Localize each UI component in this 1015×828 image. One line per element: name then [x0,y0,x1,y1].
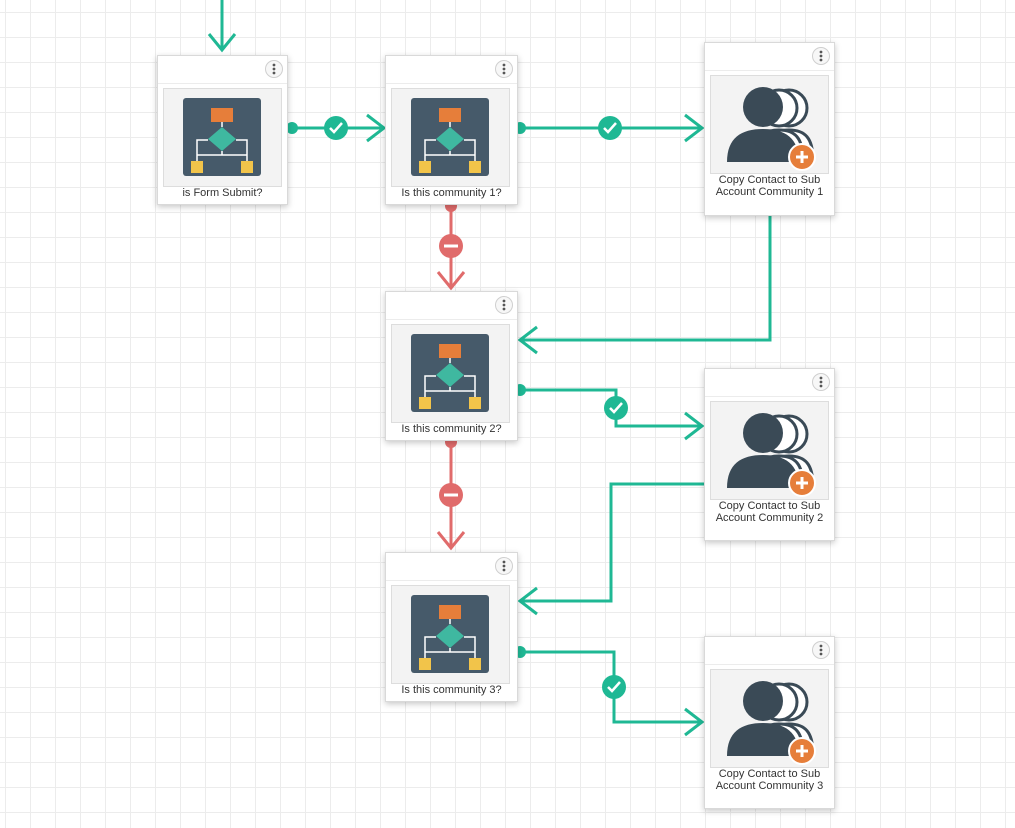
node-menu-button[interactable] [495,557,513,575]
add-contact-group-icon [727,413,816,497]
add-contact-group-icon [727,681,816,765]
condition-node-community-1[interactable]: Is this community 1? [385,55,518,205]
yes-check-icon [602,675,626,699]
kebab-menu-icon [819,376,823,388]
kebab-menu-icon [502,299,506,311]
incoming-connector[interactable] [207,0,237,53]
kebab-menu-icon [819,644,823,656]
node-menu-button[interactable] [495,60,513,78]
connector-action-1-to-community-2[interactable] [517,216,772,355]
node-header [386,56,517,84]
node-header [386,553,517,581]
condition-node-community-3[interactable]: Is this community 3? [385,552,518,702]
node-header [158,56,287,84]
kebab-menu-icon [502,560,506,572]
condition-node-form-submit[interactable]: is Form Submit? [157,55,288,205]
action-node-copy-contact-1[interactable]: Copy Contact to Sub Account Community 1 [704,42,835,216]
node-label: is Form Submit? [182,187,263,199]
no-minus-icon [439,483,463,507]
yes-check-icon [604,396,628,420]
node-menu-button[interactable] [812,641,830,659]
node-header [705,43,834,71]
node-label: Copy Contact to Sub Account Community 3 [715,768,824,792]
node-label: Copy Contact to Sub Account Community 2 [715,500,824,524]
node-label: Copy Contact to Sub Account Community 1 [715,174,824,198]
node-menu-button[interactable] [495,296,513,314]
node-menu-button[interactable] [812,373,830,391]
yes-check-icon [324,116,348,140]
decision-flowchart-icon [411,595,489,673]
decision-flowchart-icon [183,98,261,176]
node-thumbnail [710,401,829,500]
node-menu-button[interactable] [812,47,830,65]
yes-check-icon [598,116,622,140]
kebab-menu-icon [272,63,276,75]
node-header [705,369,834,397]
action-node-copy-contact-3[interactable]: Copy Contact to Sub Account Community 3 [704,636,835,809]
node-thumbnail [710,669,829,768]
node-thumbnail [391,324,510,423]
no-minus-icon [439,234,463,258]
node-label: Is this community 1? [401,187,502,199]
node-thumbnail [163,88,282,187]
node-thumbnail [710,75,829,174]
node-header [386,292,517,320]
kebab-menu-icon [502,63,506,75]
node-thumbnail [391,88,510,187]
action-node-copy-contact-2[interactable]: Copy Contact to Sub Account Community 2 [704,368,835,541]
connector-action-2-to-community-3[interactable] [517,482,704,616]
add-contact-group-icon [727,87,816,171]
node-thumbnail [391,585,510,684]
decision-flowchart-icon [411,98,489,176]
node-header [705,637,834,665]
node-label: Is this community 2? [401,423,502,435]
node-menu-button[interactable] [265,60,283,78]
decision-flowchart-icon [411,334,489,412]
condition-node-community-2[interactable]: Is this community 2? [385,291,518,441]
kebab-menu-icon [819,50,823,62]
node-label: Is this community 3? [401,684,502,696]
